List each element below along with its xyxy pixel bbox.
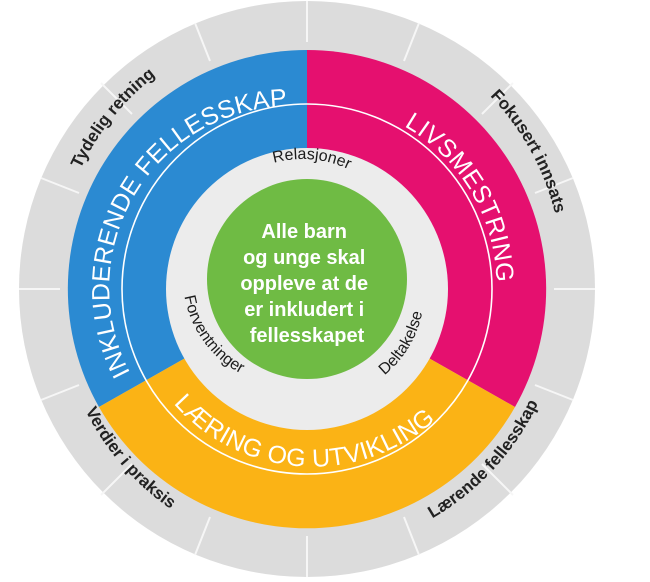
guide-circle xyxy=(121,103,493,475)
center-line-4: er inkludert i xyxy=(244,299,364,321)
center-line-5: fellesskapet xyxy=(250,325,365,347)
center-line-1: Alle barn xyxy=(261,221,347,243)
center-text: Alle barn og unge skal oppleve at de er … xyxy=(240,221,373,347)
center-circle xyxy=(207,179,407,379)
center-line-2: og unge skal xyxy=(243,247,365,269)
center-line-3: oppleve at de xyxy=(240,273,368,295)
outer-ring-dividers xyxy=(19,1,595,577)
